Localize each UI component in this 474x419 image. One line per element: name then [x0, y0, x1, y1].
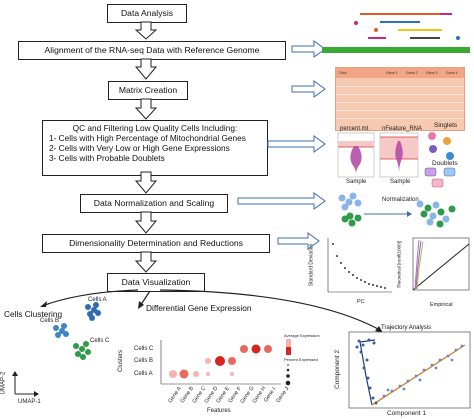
trajectory-ylabel: Component 2 — [334, 349, 342, 390]
singlets-label: Singlets — [434, 122, 458, 129]
step-dimensionality: Dimensionality Determination and Reducti… — [42, 234, 270, 253]
genome-bar — [322, 47, 470, 53]
cluster-b-label: Cells B — [40, 318, 60, 324]
step-visualization: Data Visualization — [107, 273, 205, 292]
branch-trajectory-label: Trajectory Analysis — [381, 325, 432, 331]
step-label: Alignment of the RNA-seq Data with Refer… — [44, 45, 260, 56]
cluster-a-label: Cells A — [88, 297, 107, 303]
right-arrow — [291, 80, 326, 98]
qc-item-3: 3- Cells with Probable Doublets — [49, 153, 165, 164]
qc-item-1: 1- Cells with High Percentage of Mitocho… — [49, 133, 246, 144]
branch-arrow-clustering — [41, 289, 139, 307]
branch-arrow-trajectory — [159, 289, 381, 331]
dotplot-row-label: Cells A — [134, 371, 153, 377]
jackstraw-qq-plot — [412, 237, 470, 291]
umap-clusters — [12, 302, 101, 397]
count-matrix-table: Cells Gene 1 Gene 2 Gene 3 Gene 4 — [335, 67, 465, 131]
right-arrow — [277, 232, 320, 250]
step-normalization: Data Normalization and Scaling — [80, 194, 228, 213]
umap-ylabel: UMAP-2 — [0, 371, 7, 395]
down-arrow — [134, 251, 158, 273]
dotplot-row-label: Cells B — [134, 358, 154, 364]
qc-heading: QC and Filtering Low Quality Cells Inclu… — [72, 123, 238, 133]
step-label: Dimensionality Determination and Reducti… — [69, 238, 243, 249]
dotplot-legend-title: Average Expression — [284, 333, 320, 338]
down-arrow — [134, 98, 158, 120]
qq-xlabel: Empirical — [430, 302, 453, 308]
step-label: Data Normalization and Scaling — [93, 198, 215, 209]
table-header-gene-4: Gene 4 — [446, 71, 458, 75]
right-arrow — [237, 192, 326, 210]
normalization-label: Normalization — [382, 197, 419, 203]
table-header-cells: Cells — [339, 71, 347, 75]
qq-ylabel: Theoretical [runif(1000)] — [396, 240, 402, 289]
table-header-gene-3: Gene 3 — [426, 71, 438, 75]
right-arrow — [291, 40, 326, 58]
percent-mt-label: percent.mt — [340, 126, 369, 132]
down-arrow — [134, 211, 158, 234]
singlets-doublets-graphic — [424, 132, 456, 188]
elbow-xlabel: PC — [357, 299, 365, 305]
elbow-ylabel: Standard Deviation — [308, 243, 315, 287]
dotplot-ylabel: Clusters — [118, 349, 125, 373]
step-qc-filtering: QC and Filtering Low Quality Cells Inclu… — [42, 120, 268, 176]
arrowhead — [138, 301, 144, 309]
qc-violin-panel — [337, 132, 419, 178]
table-header-gene-1: Gene 1 — [386, 71, 398, 75]
arrowhead — [40, 301, 47, 307]
arrowhead — [375, 326, 383, 333]
qc-item-2: 2- Cells with Very Low or High Gene Expr… — [49, 143, 230, 154]
nfeature-label: nFeature_RNA — [382, 126, 423, 132]
step-alignment: Alignment of the RNA-seq Data with Refer… — [18, 41, 286, 60]
umap-xlabel: UMAP-1 — [18, 399, 41, 405]
step-label: Data Visualization — [121, 277, 191, 288]
sample-label: Sample — [390, 179, 411, 185]
table-header — [336, 68, 464, 78]
genome-alignment-graphic — [322, 13, 470, 53]
table-header-gene-2: Gene 2 — [406, 71, 418, 75]
dotplot-xlabel: Features — [207, 408, 231, 414]
cluster-c-label: Cells C — [90, 338, 110, 344]
trajectory-xlabel: Component 1 — [387, 410, 427, 417]
doublets-label: Doublets — [432, 160, 458, 167]
step-label: Matrix Creation — [118, 85, 178, 96]
trajectory-plot — [348, 331, 471, 409]
branch-dge-label: Differential Gene Expression — [146, 303, 252, 313]
down-arrow — [134, 58, 158, 80]
branch-clustering-label: Cells Clustering — [4, 309, 63, 319]
normalization-graphic — [338, 192, 456, 228]
dotplot-row-label: Cells C — [134, 346, 154, 352]
down-arrow — [134, 171, 158, 194]
dge-dot-plot — [160, 339, 291, 386]
down-arrow — [134, 21, 158, 40]
sample-label: Sample — [346, 179, 367, 185]
right-arrow — [267, 135, 326, 153]
elbow-plot — [327, 238, 392, 293]
dotplot-legend-title: Percent Expressed — [284, 357, 318, 362]
step-label: Data Analysis — [120, 8, 174, 19]
